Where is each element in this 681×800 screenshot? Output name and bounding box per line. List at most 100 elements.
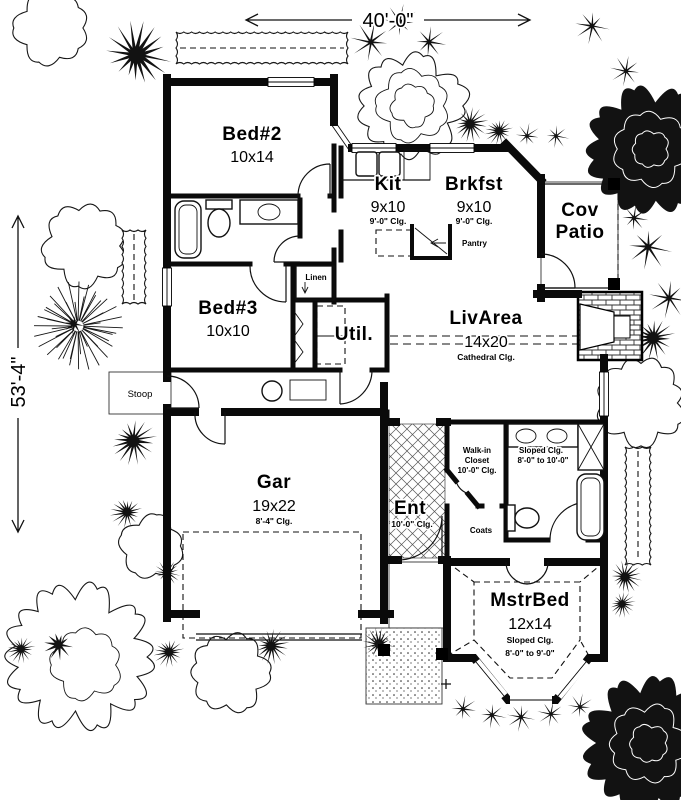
patio-door: [540, 253, 576, 289]
brkfst-name-label: Brkfst: [445, 174, 503, 195]
tree-large-outline: [4, 581, 155, 732]
shrub: [112, 420, 158, 466]
palm-shrub: [383, 3, 416, 36]
toilet-bowl: [207, 208, 231, 238]
firebox: [579, 303, 615, 351]
windows: [162, 77, 609, 705]
tree-black-core: [629, 723, 668, 763]
fixtures: [174, 149, 620, 660]
bed2-door: [297, 163, 331, 197]
palm-shrub: [481, 704, 507, 729]
palm-shrub: [649, 280, 681, 319]
shower-x: [577, 423, 605, 471]
stoop-door: [166, 375, 200, 409]
garage-size-label: 19x22: [252, 498, 296, 515]
porch-column-left: [378, 644, 390, 656]
master-bed-name-label: MstrBed: [490, 590, 570, 611]
palm-shrub: [622, 203, 649, 230]
master-tub-inner: [580, 477, 601, 537]
tree-dense-core: [389, 83, 435, 129]
tree-large-inner: [49, 627, 121, 702]
entry-ceiling-label: 10'-0" Clg.: [391, 519, 432, 529]
brkfst-size-label: 9x10: [457, 199, 492, 216]
bath-sink: [257, 203, 281, 221]
tree-outline: [596, 357, 681, 449]
fireplace: [576, 290, 644, 362]
bay-windows: [472, 659, 590, 705]
master-tub: [576, 473, 605, 541]
kitchen-sink-left: [355, 151, 378, 177]
front-door: [397, 515, 443, 561]
bed2-size-label: 10x14: [230, 149, 274, 166]
tree-black: [582, 675, 681, 800]
pantry-walls: [410, 224, 452, 260]
master-bed-size-label: 12x14: [508, 616, 552, 633]
shrub: [257, 628, 290, 665]
palm-shrub: [546, 125, 570, 148]
tree-outline: [190, 632, 272, 714]
palm-shrub: [567, 693, 592, 718]
grass-splat: [33, 281, 123, 370]
brkfst-window: [429, 143, 475, 153]
kitchen-window: [351, 143, 397, 153]
palm-shrub: [610, 55, 640, 87]
shrub: [456, 107, 489, 143]
master-sink-left: [515, 428, 537, 444]
toilet-tank: [205, 199, 233, 210]
walkin-ceiling-label: 10'-0" Clg.: [457, 466, 496, 475]
coats-label: Coats: [470, 526, 493, 535]
shrub: [153, 640, 185, 668]
brkfst-ceiling-label: 9'-0" Clg.: [456, 216, 493, 226]
shrub: [484, 120, 513, 146]
linen-closet-box: [295, 265, 335, 301]
bed3-window: [162, 267, 172, 307]
room-labels: Bed#2 10x14 Kit 9x10 9'-0" Clg. Brkfst 9…: [126, 122, 606, 660]
walkin-label-line2: Closet: [465, 456, 490, 465]
shrub: [611, 591, 636, 618]
shrub: [631, 320, 676, 361]
master-sloped-ceiling-outline: [446, 561, 605, 679]
interior-walls: [164, 143, 607, 563]
palm-shrub: [507, 705, 536, 732]
bed2-name-label: Bed#2: [222, 124, 282, 145]
bed2-window: [267, 77, 315, 87]
pantry-door: [414, 227, 448, 255]
bathtub: [174, 200, 202, 259]
master-bed-ceiling-line2: 8'-0" to 9'-0": [505, 648, 554, 658]
width-dimension-label: 40'-0": [363, 10, 414, 32]
entry-tile-floor: [388, 423, 446, 559]
pantry-arrow: [430, 238, 446, 248]
water-heater: [261, 380, 283, 402]
palm-shrub: [451, 695, 476, 720]
width-dimension-arrow: [244, 13, 532, 27]
porch-slab: [388, 561, 446, 629]
shrub: [106, 20, 172, 83]
master-toilet-bowl: [514, 507, 540, 529]
palm-shrub: [416, 26, 447, 57]
bed3-name-label: Bed#3: [198, 298, 258, 319]
walls: [163, 74, 608, 704]
bed3-size-label: 10x10: [206, 323, 250, 340]
fireplace-flue: [613, 315, 631, 339]
palm-shrub: [537, 700, 562, 727]
util-door: [339, 369, 373, 405]
patio-post-bottom: [608, 278, 620, 290]
kit-name-label: Kit: [375, 174, 402, 195]
palm-shrub: [575, 12, 610, 45]
master-vanity: [507, 423, 579, 448]
master-bath-ceiling-line1: Sloped Clg.: [519, 446, 563, 455]
tree-outline: [12, 0, 88, 67]
porch-column-right: [436, 648, 448, 660]
livarea-name-label: LivArea: [449, 308, 522, 329]
cov-patio-label-line1: Cov: [561, 200, 598, 221]
bath-door: [273, 235, 301, 263]
dimension-lines: 40'-0" 53'-4": [6, 8, 532, 534]
bathtub-inner: [178, 204, 198, 255]
garage-name-label: Gar: [257, 472, 291, 493]
mech-platform: [289, 379, 327, 401]
height-dimension-arrow: [11, 214, 25, 534]
shrub: [7, 637, 36, 664]
garage-door-lines: [196, 633, 362, 641]
